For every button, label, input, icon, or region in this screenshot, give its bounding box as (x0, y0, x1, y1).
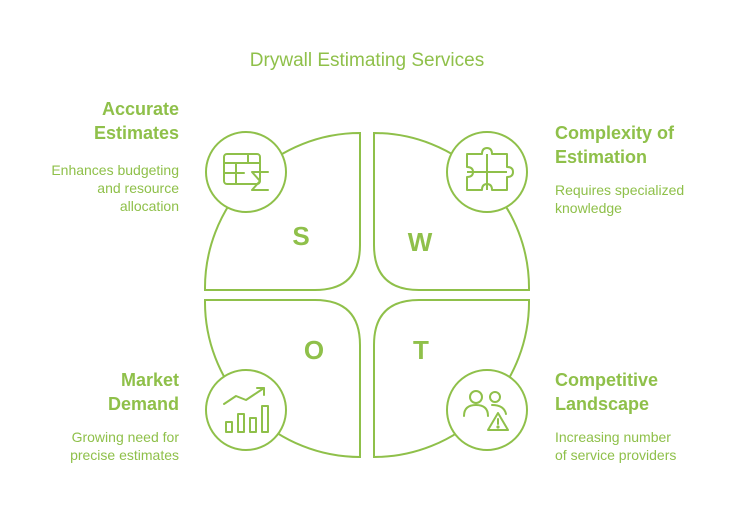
icon-circle-o (205, 369, 287, 451)
threat-desc-line1: Increasing number (555, 429, 671, 445)
opportunity-desc-line1: Growing need for (71, 429, 179, 445)
icon-circle-s (205, 131, 287, 213)
puzzle-icon (466, 147, 514, 191)
threat-description: Increasing number of service providers (555, 428, 676, 464)
weakness-desc-line1: Requires specialized (555, 182, 685, 198)
diagram-title: Drywall Estimating Services (249, 50, 485, 71)
spreadsheet-sigma-icon (223, 153, 269, 191)
weakness-heading: Complexity of Estimation (555, 121, 674, 169)
quadrant-letter-s: S (292, 221, 309, 251)
quadrant-letter-o: O (304, 335, 324, 365)
threat-desc-line2: of service providers (555, 447, 677, 463)
threat-heading-line2: Landscape (555, 394, 650, 414)
weakness-heading-line1: Complexity of (555, 123, 675, 143)
strength-desc-line2: and resource (97, 180, 179, 196)
opportunity-desc-line2: precise estimates (70, 447, 179, 463)
opportunity-heading: Market Demand (108, 368, 179, 416)
quadrant-w (373, 131, 531, 291)
quadrant-t (373, 299, 531, 459)
weakness-heading-line2: Estimation (555, 147, 648, 167)
quadrant-o (203, 299, 361, 459)
threat-heading: Competitive Landscape (555, 368, 658, 416)
opportunity-description: Growing need for precise estimates (70, 428, 179, 464)
strength-desc-line1: Enhances budgeting (51, 162, 179, 178)
strength-heading-line2: Estimates (93, 123, 179, 143)
strength-heading-line1: Accurate (101, 99, 179, 119)
strength-desc-line3: allocation (119, 198, 179, 214)
quadrant-letter-t: T (413, 335, 429, 365)
growth-chart-icon (223, 387, 269, 433)
quadrant-letter-w: W (408, 227, 433, 257)
opportunity-heading-line2: Demand (107, 394, 179, 414)
threat-heading-line1: Competitive (555, 370, 659, 390)
users-warning-icon (463, 390, 509, 431)
strength-description: Enhances budgeting and resource allocati… (51, 161, 179, 215)
opportunity-heading-line1: Market (120, 370, 179, 390)
strength-heading: Accurate Estimates (94, 97, 179, 145)
quadrant-s (203, 131, 361, 291)
weakness-desc-line2: knowledge (555, 200, 622, 216)
weakness-description: Requires specialized knowledge (555, 181, 684, 217)
